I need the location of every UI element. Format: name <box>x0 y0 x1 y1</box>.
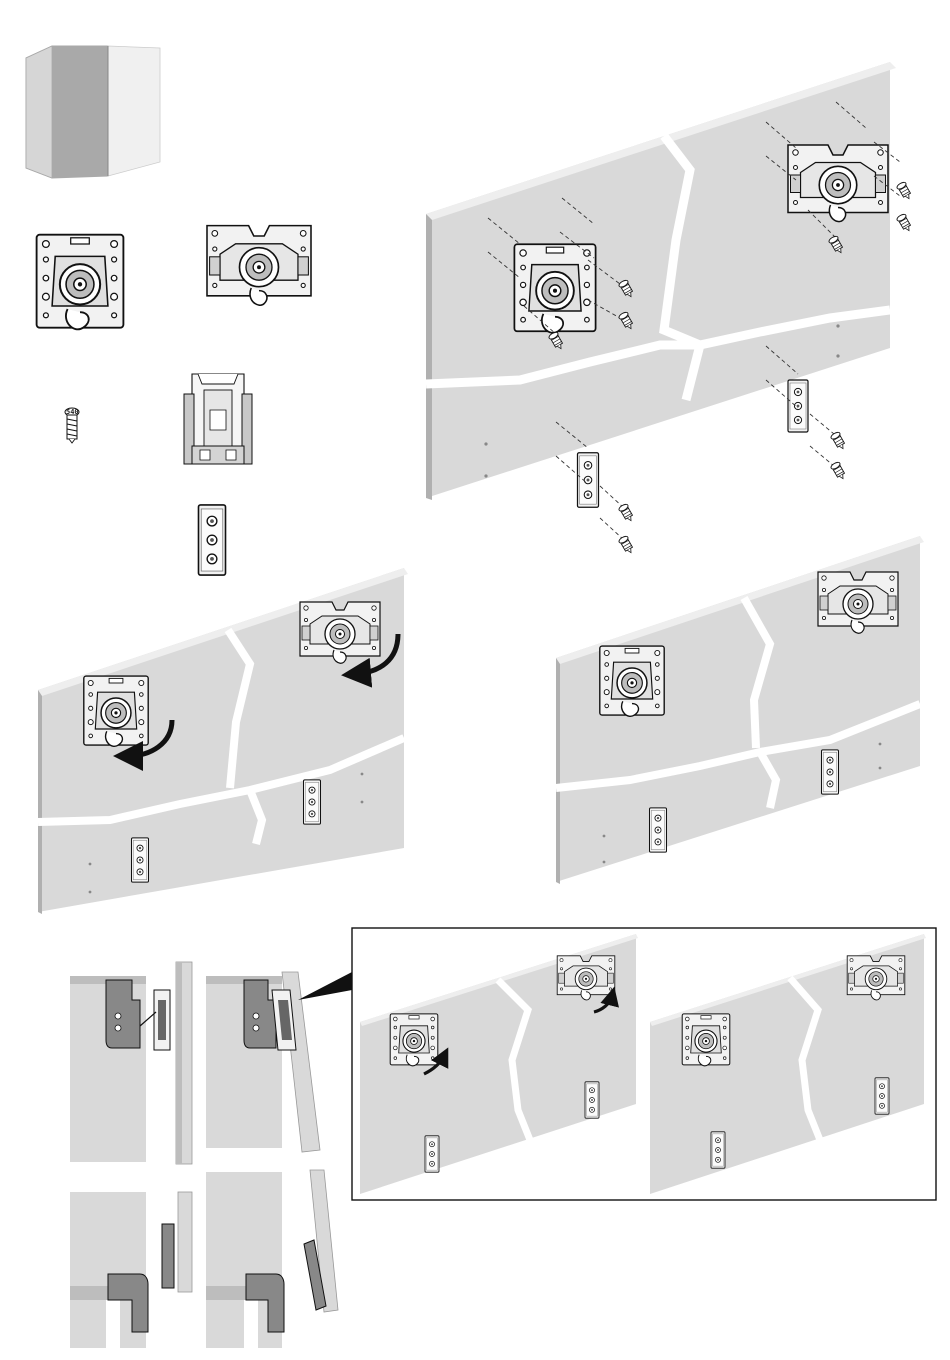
screw-label: 540 <box>66 408 79 416</box>
guide-plate-icon <box>822 750 839 794</box>
roller-guide-plate-icon <box>818 572 898 633</box>
roller-guide-plate-icon <box>390 1014 438 1066</box>
screw-icon: 540 <box>65 408 79 443</box>
step-rollers-rotated <box>556 536 924 884</box>
wardrobe-icon <box>26 46 160 178</box>
roller-guide-plate-icon <box>207 226 311 306</box>
step-rotate-rollers <box>38 568 408 914</box>
guide-plate-icon <box>578 453 599 508</box>
roller-guide-plate-icon <box>600 646 664 716</box>
roller-guide-plate-icon <box>557 956 615 1000</box>
guide-plate-icon <box>304 780 321 824</box>
guide-plate-icon <box>132 838 149 882</box>
bottom-guide-clip-icon <box>184 374 252 464</box>
guide-plate-icon <box>711 1132 725 1168</box>
roller-guide-plate-icon <box>84 676 148 746</box>
roller-guide-plate-icon <box>514 244 595 333</box>
guide-plate-icon <box>585 1082 599 1118</box>
roller-guide-plate-icon <box>682 1014 730 1066</box>
guide-plate-icon <box>199 505 226 575</box>
roller-guide-plate-icon <box>788 145 888 222</box>
guide-plate-icon <box>788 380 808 432</box>
roller-guide-plate-icon <box>37 235 124 330</box>
step-inset-detail <box>352 928 936 1200</box>
guide-plate-icon <box>875 1078 889 1114</box>
step-side-section <box>70 962 352 1348</box>
guide-plate-icon <box>425 1136 439 1172</box>
guide-plate-icon <box>650 808 667 852</box>
roller-guide-plate-icon <box>847 956 905 1000</box>
roller-guide-plate-icon <box>300 602 380 663</box>
step-mount-fittings <box>426 62 913 555</box>
parts-overview: 540 <box>26 46 311 575</box>
